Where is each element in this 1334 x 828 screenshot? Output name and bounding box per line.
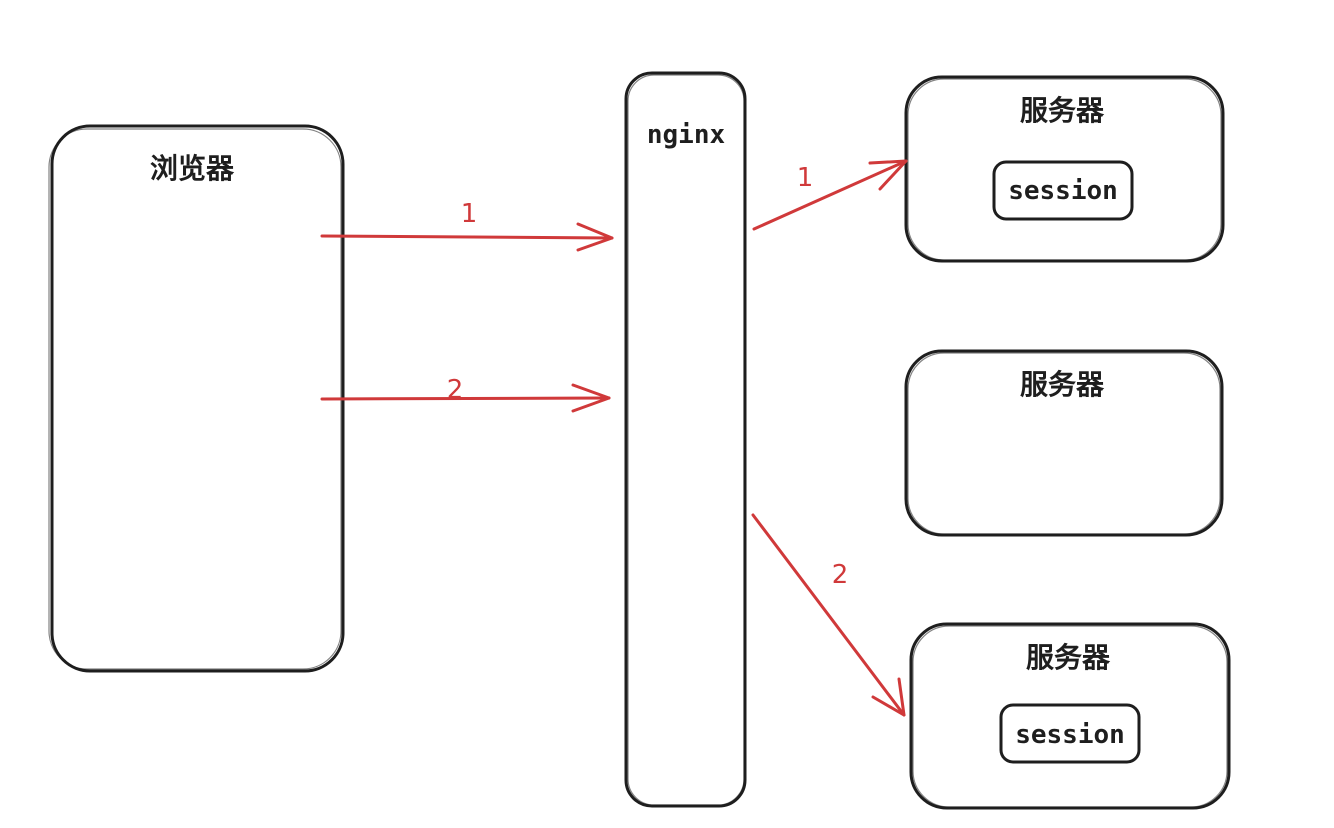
browser-node: 浏览器 bbox=[48, 124, 345, 673]
arrow-nginx-to-server-3-head bbox=[871, 677, 906, 717]
server-2-label: 服务器 bbox=[1020, 368, 1105, 401]
arrow-nginx-to-server-3: 2 bbox=[751, 513, 906, 717]
browser-box-sketch bbox=[48, 128, 342, 670]
server-1-session-label: session bbox=[1008, 176, 1118, 206]
arrow-browser-to-nginx-2-head bbox=[571, 383, 611, 413]
nginx-box-sketch bbox=[627, 74, 745, 806]
nginx-node: nginx bbox=[624, 71, 747, 808]
server-2-node: 服务器 bbox=[904, 349, 1224, 537]
arrow-browser-to-nginx-2-label: 2 bbox=[447, 375, 464, 405]
arrow-browser-to-nginx-1-head bbox=[576, 222, 614, 252]
browser-box bbox=[50, 124, 345, 673]
arrow-browser-to-nginx-2-line bbox=[320, 396, 611, 401]
browser-label: 浏览器 bbox=[150, 152, 235, 185]
server-3-label: 服务器 bbox=[1026, 641, 1111, 674]
server-1-label: 服务器 bbox=[1020, 94, 1105, 127]
server-3-box-sketch bbox=[912, 625, 1228, 808]
arrow-nginx-to-server-1-head bbox=[868, 159, 908, 191]
arrow-nginx-to-server-1-label: 1 bbox=[797, 163, 814, 193]
arrow-nginx-to-server-3-line bbox=[751, 513, 906, 717]
arrow-browser-to-nginx-2: 2 bbox=[320, 375, 611, 413]
arrow-nginx-to-server-1-line bbox=[752, 159, 908, 231]
arrow-browser-to-nginx-1-label: 1 bbox=[461, 199, 478, 229]
server-2-box-sketch bbox=[907, 352, 1221, 535]
arrow-nginx-to-server-3-label: 2 bbox=[832, 560, 849, 590]
server-1-node: 服务器 session bbox=[904, 75, 1225, 263]
server-3-box bbox=[909, 622, 1231, 810]
server-1-box-sketch bbox=[907, 78, 1222, 261]
server-1-box bbox=[904, 75, 1225, 263]
server-1-session-box bbox=[992, 160, 1134, 221]
nginx-label: nginx bbox=[647, 120, 725, 150]
arrow-nginx-to-server-1: 1 bbox=[752, 159, 908, 231]
arrow-browser-to-nginx-1: 1 bbox=[320, 199, 614, 252]
nginx-box bbox=[624, 71, 747, 808]
arrow-browser-to-nginx-1-line bbox=[320, 234, 614, 240]
server-3-node: 服务器 session bbox=[909, 622, 1231, 810]
server-2-box bbox=[904, 349, 1224, 537]
server-3-session-box bbox=[999, 703, 1141, 764]
server-3-session-label: session bbox=[1015, 720, 1125, 750]
